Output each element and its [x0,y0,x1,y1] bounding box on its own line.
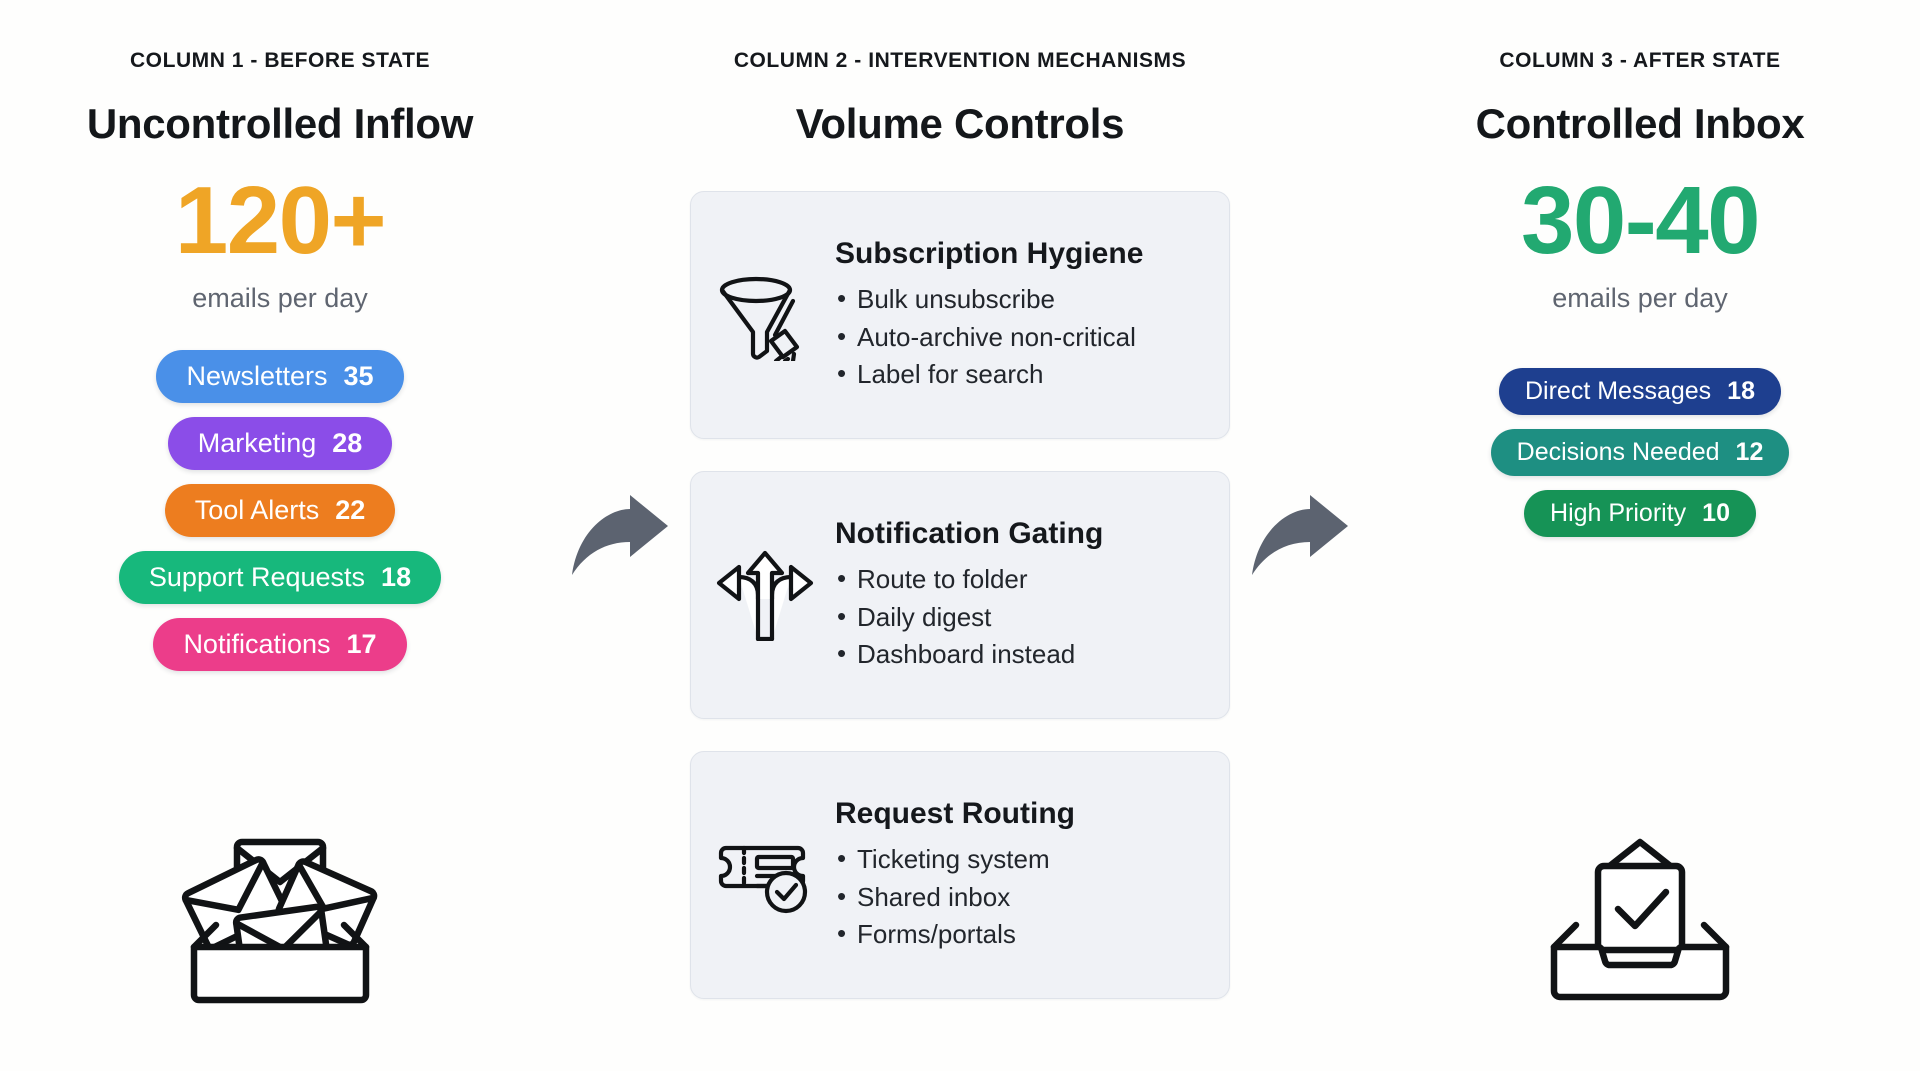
card-title: Notification Gating [835,516,1104,550]
card-request-routing[interactable]: Request Routing Ticketing system Shared … [690,751,1230,1000]
card-body: Request Routing Ticketing system Shared … [835,797,1203,955]
pill-direct-messages[interactable]: Direct Messages 18 [1499,368,1781,416]
card-icon-wrap [713,269,817,362]
pill-value: 10 [1702,499,1730,528]
connector-before-to-controls [560,0,680,1071]
card-body: Notification Gating Route to folder Dail… [835,517,1203,675]
mechanism-card-list: Subscription Hygiene Bulk unsubscribe Au… [690,191,1230,1000]
pill-label: Notifications [183,629,331,660]
card-icon-wrap [713,835,817,915]
pill-label: Tool Alerts [194,495,320,526]
pill-high-priority[interactable]: High Priority 10 [1524,490,1756,538]
card-icon-wrap [713,549,817,642]
card-bullet: Route to folder [835,560,1203,599]
three-way-arrow-icon [716,551,814,642]
card-title: Request Routing [835,796,1075,830]
before-stat-sublabel: emails per day [192,283,368,314]
pill-support-requests[interactable]: Support Requests 18 [118,551,442,605]
card-subscription-hygiene[interactable]: Subscription Hygiene Bulk unsubscribe Au… [690,191,1230,440]
card-bullet: Daily digest [835,598,1203,637]
column-1-title: Uncontrolled Inflow [86,100,474,148]
pill-value: 18 [1727,377,1755,406]
connector-controls-to-after [1240,0,1360,1071]
curved-arrow-right-icon [572,494,668,575]
funnel-broom-icon [719,277,800,362]
pill-value: 17 [346,629,377,660]
tidy-inbox-check-icon [1550,838,1730,1001]
pill-value: 22 [335,495,366,526]
pill-value: 18 [381,562,412,593]
after-state-icon-wrap [1360,788,1920,1071]
card-bullet-list: Bulk unsubscribe Auto-archive non-critic… [835,280,1203,394]
column-after-state: COLUMN 3 - AFTER STATE Controlled Inbox … [1360,0,1920,1071]
card-bullet: Auto-archive non-critical [835,318,1203,357]
curved-arrow-right-icon [1252,494,1348,575]
after-stat-value: 30-40 [1520,167,1761,275]
pill-label: Decisions Needed [1516,438,1720,467]
pill-notifications[interactable]: Notifications 17 [153,618,407,672]
pill-value: 35 [343,361,374,392]
before-stat-value: 120+ [174,167,387,275]
card-title: Subscription Hygiene [835,236,1144,270]
card-bullet: Shared inbox [835,878,1203,917]
card-body: Subscription Hygiene Bulk unsubscribe Au… [835,237,1203,395]
card-bullet: Bulk unsubscribe [835,280,1203,319]
card-bullet: Ticketing system [835,840,1203,879]
card-bullet-list: Route to folder Daily digest Dashboard i… [835,560,1203,674]
card-notification-gating[interactable]: Notification Gating Route to folder Dail… [690,471,1230,720]
pill-newsletters[interactable]: Newsletters 35 [156,350,404,404]
overflowing-inbox-icon [181,838,378,1004]
after-stat-sublabel: emails per day [1552,283,1728,314]
pill-label: Newsletters [186,361,328,392]
column-intervention-mechanisms: COLUMN 2 - INTERVENTION MECHANISMS Volum… [680,0,1240,1071]
before-state-icon-wrap [0,788,560,1071]
card-bullet: Forms/portals [835,915,1203,954]
pill-label: Marketing [197,428,317,459]
pill-marketing[interactable]: Marketing 28 [167,417,393,471]
column-2-eyebrow: COLUMN 2 - INTERVENTION MECHANISMS [733,49,1187,72]
column-before-state: COLUMN 1 - BEFORE STATE Uncontrolled Inf… [0,0,560,1071]
column-3-eyebrow: COLUMN 3 - AFTER STATE [1499,49,1781,72]
column-3-title: Controlled Inbox [1475,100,1805,148]
pill-decisions-needed[interactable]: Decisions Needed 12 [1490,429,1790,477]
after-category-pill-list: Direct Messages 18 Decisions Needed 12 H… [1360,368,1920,538]
pill-label: Direct Messages [1525,377,1712,406]
before-category-pill-list: Newsletters 35 Marketing 28 Tool Alerts … [0,350,560,672]
ticket-check-icon [718,846,808,914]
pill-label: Support Requests [148,562,366,593]
card-bullet-list: Ticketing system Shared inbox Forms/port… [835,840,1203,954]
card-bullet: Label for search [835,355,1203,394]
pill-value: 28 [332,428,363,459]
pill-tool-alerts[interactable]: Tool Alerts 22 [164,484,396,538]
column-1-eyebrow: COLUMN 1 - BEFORE STATE [129,49,431,72]
column-2-title: Volume Controls [795,100,1125,148]
pill-label: High Priority [1550,499,1687,528]
card-bullet: Dashboard instead [835,635,1203,674]
pill-value: 12 [1735,438,1764,467]
